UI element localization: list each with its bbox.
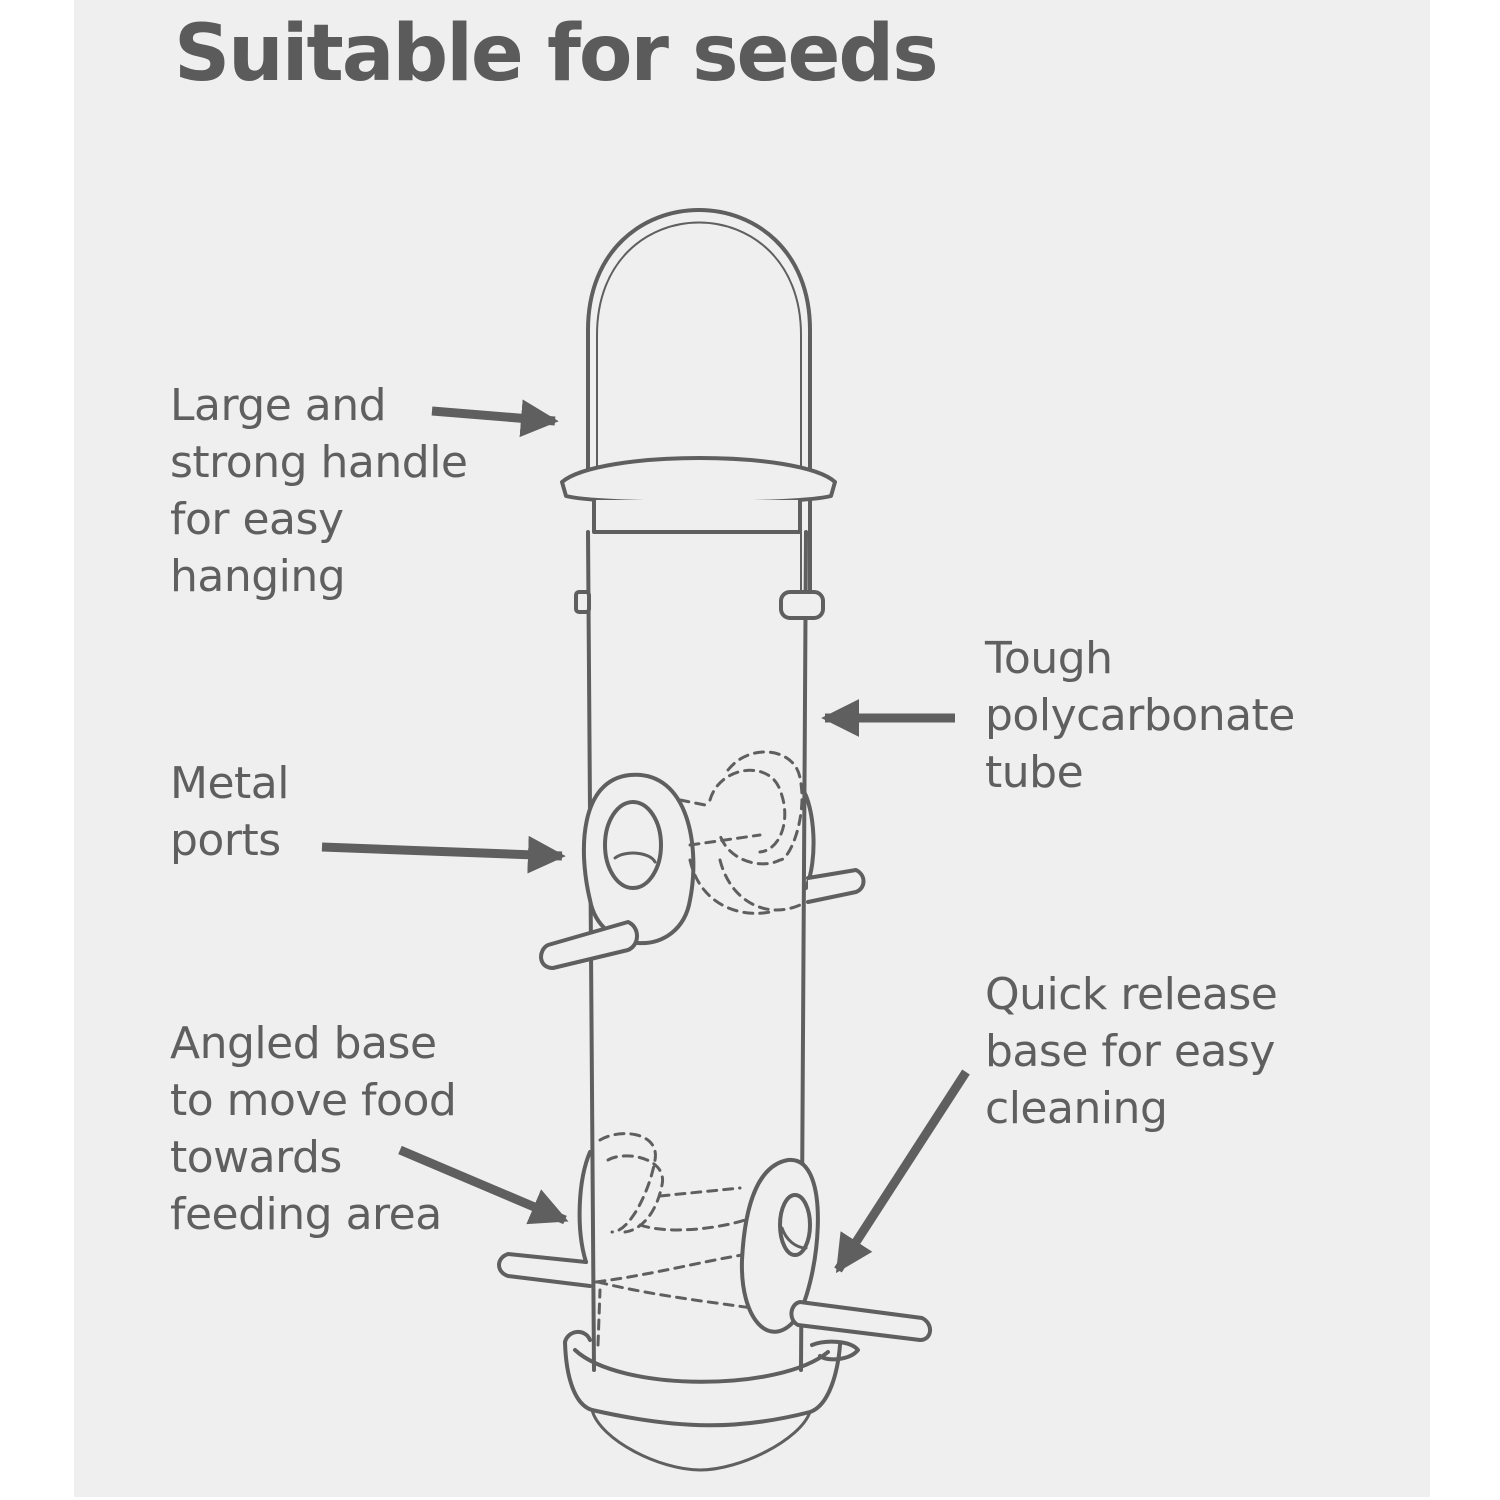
hanging-handle <box>586 208 812 602</box>
lower-perch-right <box>789 1300 932 1342</box>
lower-hidden-port-1 <box>598 1132 657 1234</box>
callout-tube: Tough polycarbonate tube <box>985 630 1295 801</box>
callout-ports: Metal ports <box>170 755 289 869</box>
upper-perch-left <box>539 920 639 970</box>
angled-base-arrow <box>398 1145 569 1225</box>
callout-line: feeding area <box>170 1189 442 1240</box>
callout-line: Angled base <box>170 1018 437 1069</box>
callout-line: cleaning <box>985 1083 1168 1134</box>
callout-line: Quick release <box>985 969 1278 1020</box>
callout-line: tube <box>985 747 1084 798</box>
lower-rear-port <box>577 1150 592 1264</box>
left-clip <box>574 590 591 614</box>
base-tray-clip-left <box>563 1330 592 1344</box>
lower-perch-left <box>497 1252 592 1288</box>
callout-quick-release: Quick release base for easy cleaning <box>985 966 1278 1137</box>
page-title: Suitable for seeds <box>174 9 939 99</box>
handle-inner <box>596 221 802 601</box>
upper-hidden-port-3 <box>688 858 772 915</box>
lower-seed-trail <box>638 1186 747 1232</box>
callout-line: strong handle <box>170 437 468 488</box>
base-wire <box>590 1408 812 1472</box>
upper-hidden-port-2 <box>708 768 787 854</box>
callout-line: polycarbonate <box>985 690 1295 741</box>
callout-line: ports <box>170 815 281 866</box>
callout-angled-base: Angled base to move food towards feeding… <box>170 1015 457 1243</box>
quick-release-arrow <box>834 1069 970 1274</box>
ports-arrow <box>321 835 566 874</box>
handle-arrow <box>431 399 559 438</box>
feeder-lid <box>560 456 837 505</box>
callout-line: hanging <box>170 551 346 602</box>
callout-line: base for easy <box>985 1026 1275 1077</box>
base-tray <box>563 1340 842 1428</box>
base-tray-rim <box>573 1348 830 1384</box>
upper-seed-trail <box>678 798 802 912</box>
upper-port-hole <box>603 800 663 890</box>
upper-perch-right <box>806 868 866 904</box>
callout-line: Large and <box>170 380 387 431</box>
callout-line: to move food <box>170 1075 457 1126</box>
callout-line: towards <box>170 1132 342 1183</box>
base-tray-clip-right <box>810 1339 860 1362</box>
callout-line: for easy <box>170 494 344 545</box>
right-clip <box>779 590 825 620</box>
lower-angled-base <box>594 1253 754 1310</box>
lid-collar <box>592 498 802 534</box>
callout-line: Tough <box>985 633 1113 684</box>
upper-hidden-port-1 <box>718 750 804 866</box>
lower-inner-floor <box>596 1288 602 1347</box>
upper-port-hole-rim <box>613 851 657 864</box>
callout-line: Metal <box>170 758 289 809</box>
lower-port-hole-rim <box>780 1226 808 1250</box>
callout-handle: Large and strong handle for easy hanging <box>170 377 468 605</box>
